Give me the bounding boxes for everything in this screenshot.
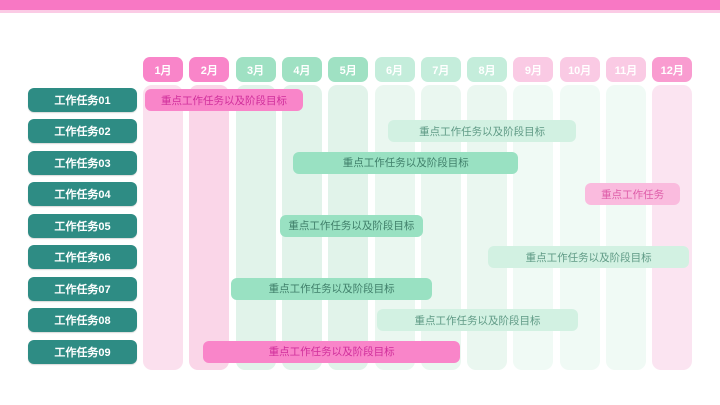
task-label-03: 工作任务03: [28, 150, 137, 175]
month-header-9: 9月: [513, 57, 554, 82]
column-stripe-month-12: [652, 85, 693, 370]
task-label-01: 工作任务01: [28, 88, 137, 112]
month-header-10: 10月: [559, 57, 600, 82]
column-stripe-month-2: [189, 85, 230, 370]
gantt-bar-task-01: 重点工作任务以及阶段目标: [145, 89, 303, 111]
task-label-02: 工作任务02: [28, 119, 137, 144]
column-stripe-month-11: [606, 85, 646, 370]
month-header-6: 6月: [374, 57, 415, 82]
top-decor-strip-accent: [0, 10, 720, 13]
gantt-bar-task-09: 重点工作任务以及阶段目标: [203, 340, 461, 363]
gantt-bar-task-02: 重点工作任务以及阶段目标: [388, 120, 576, 143]
column-stripe-month-1: [143, 85, 183, 370]
month-header-2: 2月: [189, 57, 230, 82]
month-header-1: 1月: [143, 57, 183, 82]
gantt-bar-task-08: 重点工作任务以及阶段目标: [376, 309, 579, 332]
top-decor-strip: [0, 0, 720, 10]
month-header-7: 7月: [420, 57, 461, 82]
task-label-08: 工作任务08: [28, 308, 137, 333]
month-header-3: 3月: [235, 57, 276, 82]
month-header-4: 4月: [281, 57, 322, 82]
gantt-bar-task-06: 重点工作任务以及阶段目标: [487, 246, 690, 269]
gantt-bar-task-03: 重点工作任务以及阶段目标: [293, 151, 519, 174]
month-header-8: 8月: [467, 57, 508, 82]
task-label-06: 工作任务06: [28, 245, 137, 270]
task-label-09: 工作任务09: [28, 339, 137, 364]
gantt-bar-task-05: 重点工作任务以及阶段目标: [279, 214, 424, 237]
task-label-04: 工作任务04: [28, 182, 137, 207]
month-header-5: 5月: [328, 57, 369, 82]
column-stripe-month-3: [235, 85, 276, 370]
task-label-05: 工作任务05: [28, 213, 137, 238]
task-label-07: 工作任务07: [28, 276, 137, 301]
month-header-12: 12月: [652, 57, 693, 82]
gantt-bar-task-07: 重点工作任务以及阶段目标: [230, 277, 433, 300]
month-header-11: 11月: [606, 57, 646, 82]
gantt-bar-task-04: 重点工作任务: [585, 183, 681, 206]
